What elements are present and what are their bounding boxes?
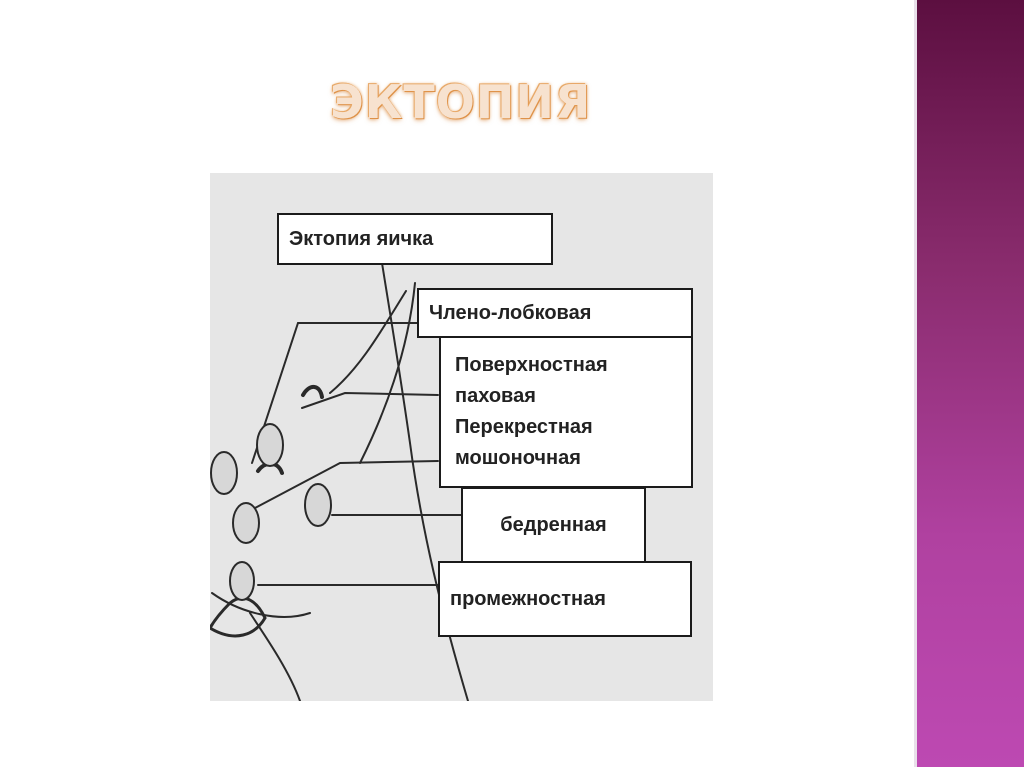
testis-lower (229, 561, 255, 601)
ectopia-diagram: Эктопия яичка Члено-лобковая Поверхностн… (210, 173, 713, 701)
scrotal-label: мошоночная (455, 447, 581, 469)
testis-left (210, 451, 238, 495)
leader-line-penopubic (251, 322, 419, 464)
femoral-label-box: бедренная (461, 487, 646, 563)
scrotum-outline (210, 596, 267, 638)
penopubic-label-box: Члено-лобковая (417, 288, 693, 338)
femoral-label: бедренная (500, 514, 607, 536)
inguinal-label: паховая (455, 385, 536, 407)
abdominal-wall-line (359, 282, 416, 464)
crossed-label: Перекрестная (455, 416, 593, 438)
thigh-contour-line-2 (249, 612, 301, 701)
ring-mark-upper (301, 385, 324, 399)
perineal-label: промежностная (450, 588, 606, 610)
testis-perineal (232, 502, 260, 544)
side-accent-band (914, 0, 1024, 767)
testis-femoral (304, 483, 332, 527)
perineal-label-box: промежностная (438, 561, 692, 637)
slide-title: ЭКТОПИЯ (330, 75, 592, 129)
root-label: Эктопия яичка (289, 228, 434, 250)
leader-line-ring (329, 290, 407, 394)
thigh-contour-line (211, 592, 311, 618)
root-label-box: Эктопия яичка (277, 213, 553, 265)
inguinal-crossed-label-box: Поверхностная паховая Перекрестная мошон… (439, 336, 693, 488)
superficial-label: Поверхностная (455, 354, 608, 376)
penopubic-label: Члено-лобковая (429, 302, 592, 324)
anatomy-sketch (210, 222, 469, 701)
leader-line-superficial (301, 391, 439, 409)
testis-upper (256, 423, 284, 467)
leader-line-crossed (254, 460, 439, 509)
